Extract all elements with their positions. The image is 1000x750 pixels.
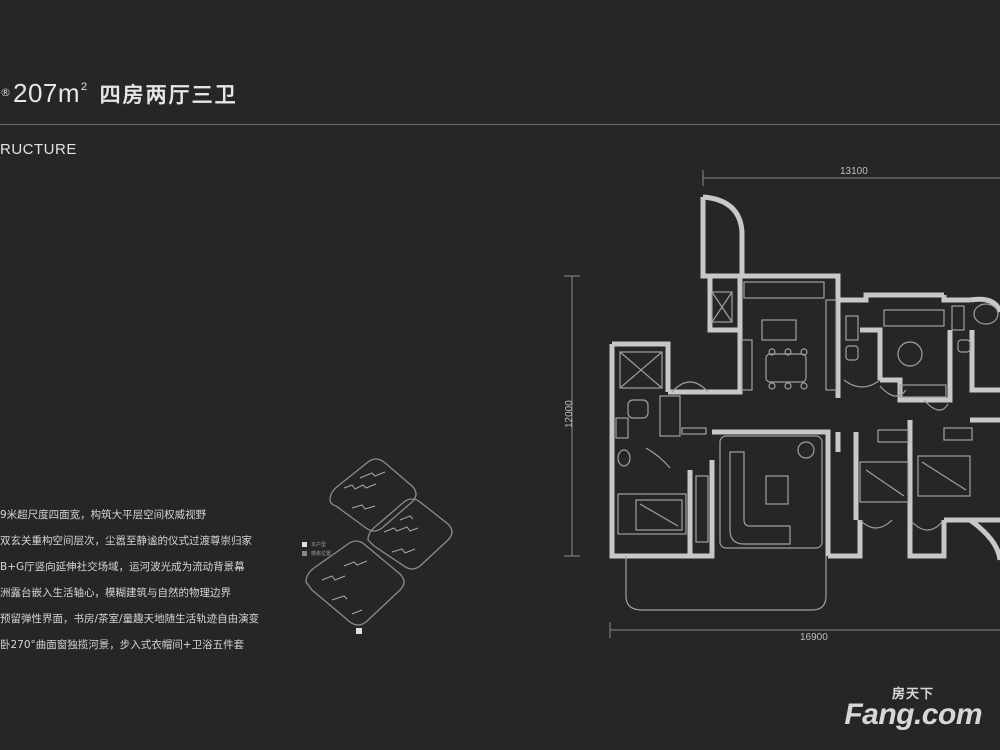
feature-item: 双玄关重构空间层次，尘嚣至静谧的仪式过渡尊崇归家 bbox=[0, 535, 252, 547]
feature-list: 9米超尺度四面宽，构筑大平层空间权威视野 双玄关重构空间层次，尘嚣至静谧的仪式过… bbox=[0, 508, 259, 664]
title-area-sup: 2 bbox=[81, 81, 88, 93]
title-divider bbox=[0, 124, 1000, 125]
legend-item: 楼栋位置 bbox=[302, 549, 331, 558]
legend-item: 本户型 bbox=[302, 540, 331, 549]
watermark-logo: 房天下 Fang.com bbox=[844, 683, 982, 732]
plan-walls bbox=[609, 194, 1000, 561]
section-subtitle: RUCTURE bbox=[0, 141, 77, 158]
dimension-lines bbox=[564, 170, 1000, 638]
watermark-cn: 房天下 bbox=[891, 687, 934, 702]
plan-interior bbox=[615, 281, 999, 611]
watermark-en: Fang.com bbox=[844, 698, 982, 731]
dimension-bottom: 16900 bbox=[800, 632, 828, 643]
site-plan-thumbnails bbox=[305, 458, 453, 634]
site-legend: 本户型 楼栋位置 bbox=[302, 540, 331, 558]
feature-item: B+G厅竖向延伸社交场域，运河波光成为流动背景幕 bbox=[0, 561, 245, 573]
title-mark: ® bbox=[0, 86, 11, 99]
feature-item: 9米超尺度四面宽，构筑大平层空间权威视野 bbox=[0, 509, 207, 521]
legend-text: 本户型 bbox=[311, 542, 327, 548]
plan-title: ® 207m2 四房两厅三卫 bbox=[0, 78, 238, 109]
dimension-left: 12000 bbox=[564, 400, 575, 428]
dimension-top: 13100 bbox=[840, 166, 868, 177]
feature-item: 洲露台嵌入生活轴心，模糊建筑与自然的物理边界 bbox=[0, 587, 231, 599]
title-area-value: 207m bbox=[13, 78, 81, 108]
feature-item: 预留弹性界面，书房/茶室/童趣天地随生活轨迹自由演变 bbox=[0, 613, 260, 625]
legend-swatch bbox=[302, 551, 307, 556]
legend-swatch bbox=[302, 542, 307, 547]
title-area: 207m2 bbox=[13, 78, 88, 109]
legend-text: 楼栋位置 bbox=[311, 551, 332, 557]
feature-item: 卧270°曲面窗独揽河景，步入式衣帽间+卫浴五件套 bbox=[0, 639, 245, 651]
title-rooms: 四房两厅三卫 bbox=[99, 83, 238, 107]
